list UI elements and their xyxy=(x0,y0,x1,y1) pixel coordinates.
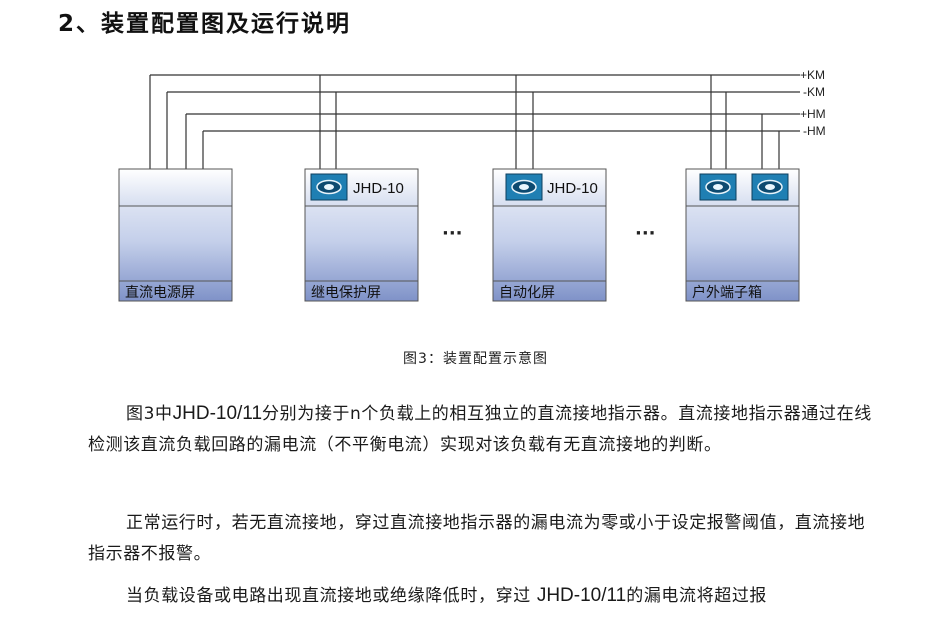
bus-label-plus-hm: +HM xyxy=(800,107,826,121)
device-label: JHD-10 xyxy=(353,180,404,197)
bus-labels: +KM -KM +HM -HM xyxy=(800,68,826,138)
sensor-icon xyxy=(699,173,737,201)
ellipsis-right: ··· xyxy=(635,223,656,244)
panel-label: 自动化屏 xyxy=(499,285,555,301)
sensor-icon xyxy=(505,173,543,201)
bus-label-minus-hm: -HM xyxy=(803,124,826,138)
paragraph-1: 图3中JHD-10/11分别为接于n个负载上的相互独立的直流接地指示器。直流接地… xyxy=(88,403,872,455)
configuration-diagram: +KM -KM +HM -HM 直流电源屏 JHD- xyxy=(118,68,826,302)
paragraph-2: 正常运行时，若无直流接地，穿过直流接地指示器的漏电流为零或小于设定报警阈值，直流… xyxy=(88,513,866,564)
paragraph-3: 当负载设备或电路出现直流接地或绝缘降低时，穿过 JHD-10/11的漏电流将超过… xyxy=(126,585,768,606)
panel-relay-protection: JHD-10 继电保护屏 xyxy=(304,168,419,302)
bus-lines xyxy=(150,74,800,132)
panel-dc-power: 直流电源屏 xyxy=(118,168,233,302)
figure-caption: 图3：装置配置示意图 xyxy=(403,351,548,367)
panel-label: 直流电源屏 xyxy=(125,284,195,301)
panel-label: 继电保护屏 xyxy=(311,285,381,301)
panel-automation: JHD-10 自动化屏 xyxy=(492,168,607,302)
bus-label-minus-km: -KM xyxy=(803,85,825,99)
sensor-icon xyxy=(751,173,789,201)
panel-label: 户外端子箱 xyxy=(692,284,762,301)
drop-wires xyxy=(149,75,780,200)
bus-label-plus-km: +KM xyxy=(800,68,825,82)
device-label: JHD-10 xyxy=(547,180,598,197)
section-heading: 2、装置配置图及运行说明 xyxy=(58,11,352,37)
panel-outdoor-terminal-box: 户外端子箱 xyxy=(685,168,800,302)
ellipsis-left: ··· xyxy=(442,223,463,244)
sensor-icon xyxy=(310,173,348,201)
